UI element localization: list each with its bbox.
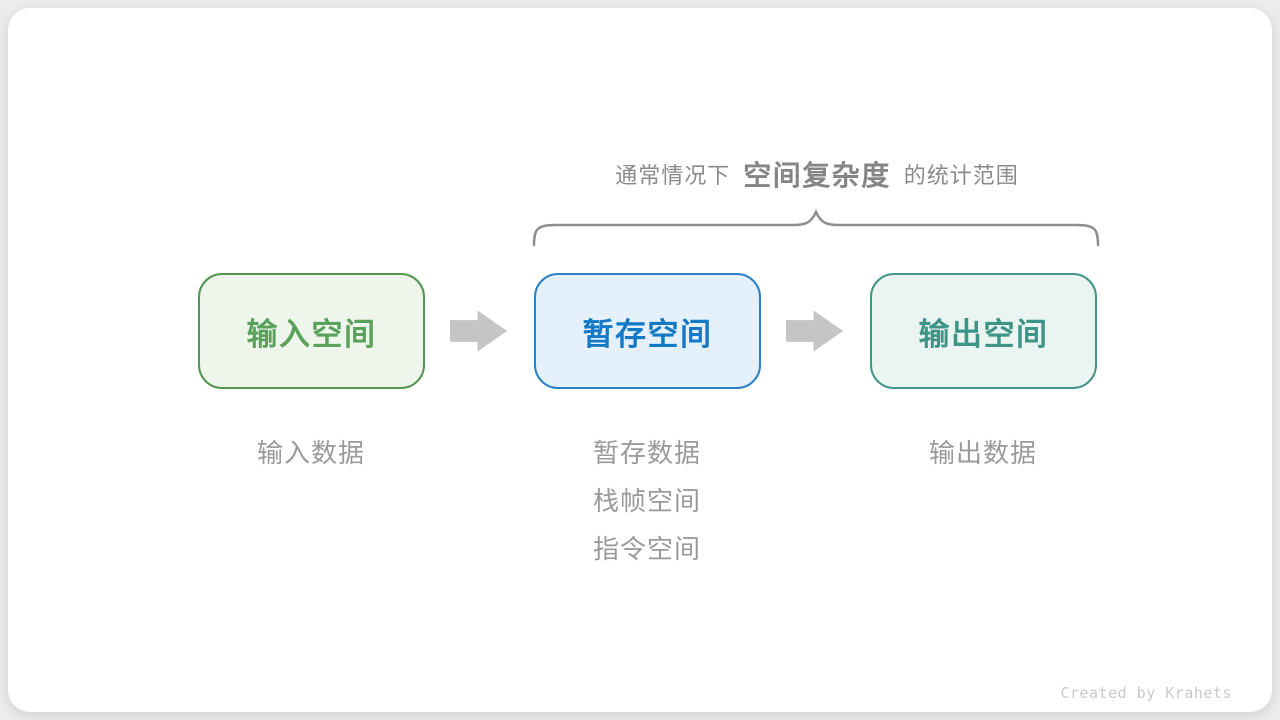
input-space-label: 输入空间 <box>246 316 377 352</box>
instruction-space-note: 指令空间 <box>592 534 702 564</box>
output-data-note: 输出数据 <box>928 438 1038 468</box>
temp-space-label: 暂存空间 <box>582 316 713 352</box>
temp-data-note: 暂存数据 <box>592 438 702 468</box>
output-space-label: 输出空间 <box>918 316 1049 352</box>
caption-highlight: 空间复杂度 <box>743 160 891 191</box>
scope-caption: 通常情况下 空间复杂度 的统计范围 <box>615 154 1019 194</box>
input-data-note: 输入数据 <box>256 438 366 468</box>
caption-suffix: 的统计范围 <box>903 163 1019 188</box>
caption-prefix: 通常情况下 <box>615 163 731 188</box>
temp-space-box: 暂存空间 <box>534 273 761 389</box>
credit-text: Created by Krahets <box>1060 684 1232 702</box>
arrow-right-icon <box>786 310 844 352</box>
output-space-box: 输出空间 <box>870 273 1097 389</box>
stack-frame-note: 栈帧空间 <box>592 486 702 516</box>
brace-icon <box>532 209 1100 247</box>
input-space-box: 输入空间 <box>198 273 425 389</box>
arrow-right-icon <box>450 310 508 352</box>
diagram-card: 通常情况下 空间复杂度 的统计范围 输入空间 暂存空间 输出空间 输入数据 暂存… <box>8 8 1272 712</box>
